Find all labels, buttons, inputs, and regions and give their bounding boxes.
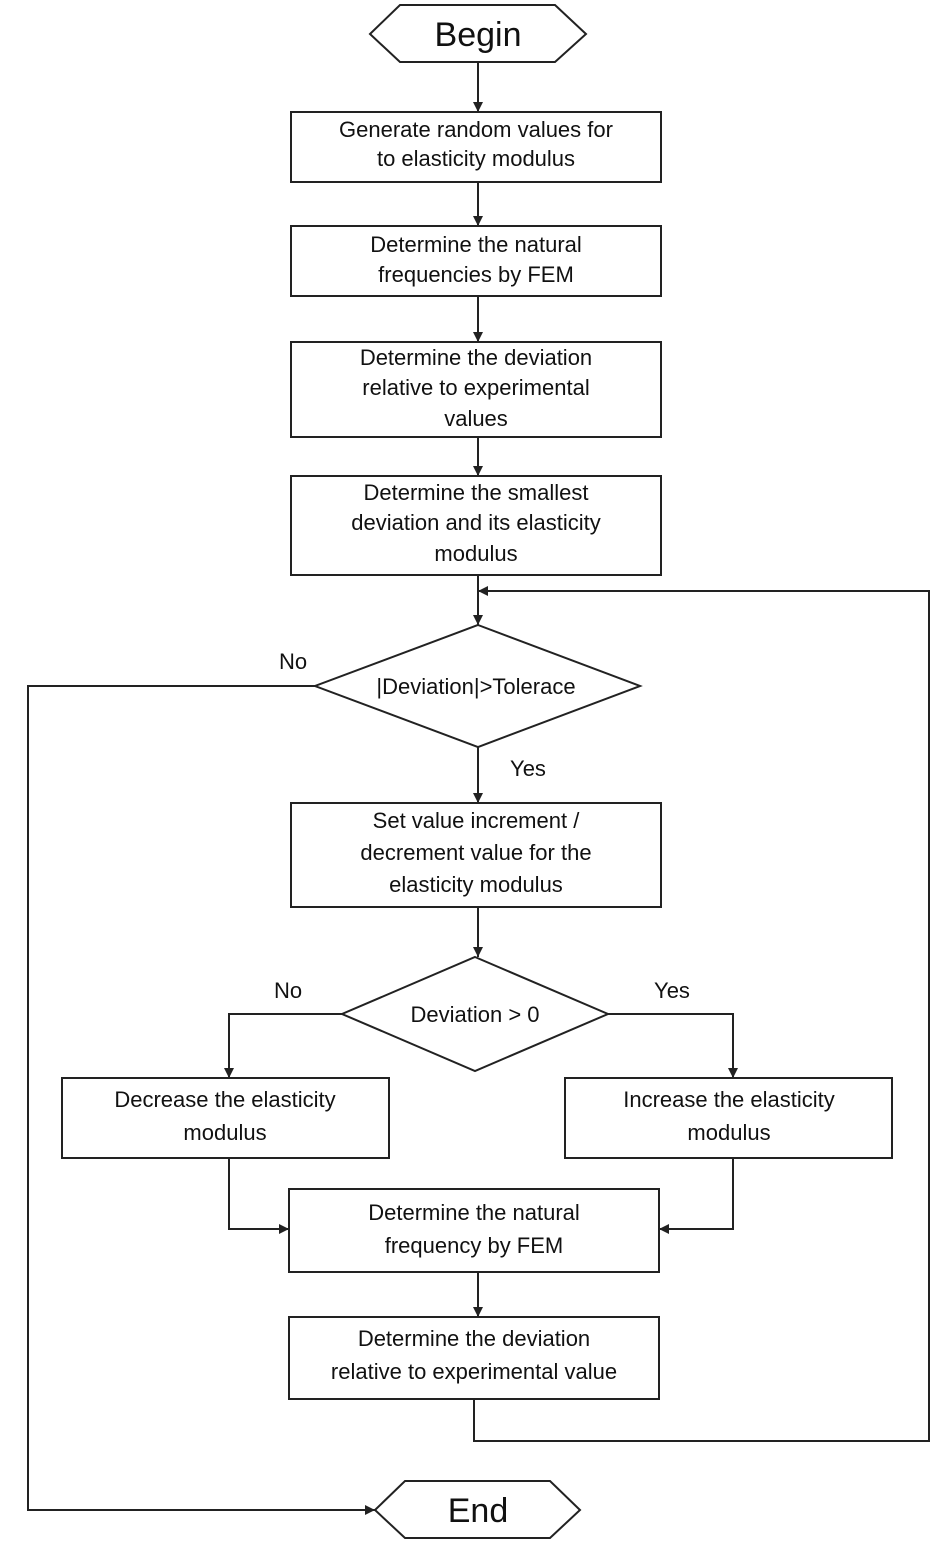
step-determine-natural-frequencies: Determine the natural frequencies by FEM — [290, 225, 662, 297]
step6-line1: Determine the natural — [368, 1200, 580, 1225]
increase-line2: modulus — [687, 1120, 770, 1145]
decision2-no-label: No — [274, 978, 302, 1003]
step5-line1: Set value increment / — [373, 808, 581, 833]
begin-label: Begin — [435, 16, 522, 54]
step4-line1: Determine the smallest — [364, 480, 589, 505]
step4-line2: deviation and its elasticity — [351, 510, 600, 535]
arrow-increase-to-step6 — [659, 1158, 734, 1234]
step3-line2: relative to experimental — [362, 375, 589, 400]
arrow-decision2-yes-to-increase — [608, 1013, 738, 1078]
step-smallest-deviation: Determine the smallest deviation and its… — [290, 475, 662, 576]
end-label: End — [448, 1492, 509, 1530]
step4-line3: modulus — [434, 541, 517, 566]
step5-line2: decrement value for the — [360, 840, 591, 865]
decision1-yes-label: Yes — [510, 756, 546, 781]
step1-line1: Generate random values for — [339, 117, 613, 142]
step6-line2: frequency by FEM — [385, 1233, 564, 1258]
step-generate-random-values: Generate random values for to elasticity… — [290, 111, 662, 183]
arrow-decrease-to-step6 — [228, 1158, 289, 1234]
step-increase-modulus: Increase the elasticity modulus — [564, 1077, 893, 1159]
decision-deviation-positive: Deviation > 0 — [339, 955, 611, 1073]
step-decrease-modulus: Decrease the elasticity modulus — [61, 1077, 390, 1159]
step3-line1: Determine the deviation — [360, 345, 592, 370]
step7-line2: relative to experimental value — [331, 1359, 617, 1384]
arrow-decision1-no-to-end — [27, 685, 375, 1515]
step1-line2: to elasticity modulus — [377, 146, 575, 171]
step-determine-deviation: Determine the deviation relative to expe… — [290, 341, 662, 438]
step7-line1: Determine the deviation — [358, 1326, 590, 1351]
step-set-increment: Set value increment / decrement value fo… — [290, 802, 662, 908]
step-determine-natural-frequency: Determine the natural frequency by FEM — [288, 1188, 660, 1273]
step2-line1: Determine the natural — [370, 232, 582, 257]
arrow-loop-back-to-decision1 — [473, 586, 930, 1442]
step5-line3: elasticity modulus — [389, 872, 563, 897]
begin-terminal: Begin — [368, 4, 588, 63]
step-determine-deviation-experimental: Determine the deviation relative to expe… — [288, 1316, 660, 1400]
decrease-line1: Decrease the elasticity — [114, 1087, 335, 1112]
decision1-no-label: No — [279, 649, 307, 674]
step3-line3: values — [444, 406, 508, 431]
decrease-line2: modulus — [183, 1120, 266, 1145]
decision1-label: |Deviation|>Tolerace — [376, 674, 575, 699]
arrow-decision2-no-to-decrease — [224, 1013, 342, 1078]
connectors — [27, 62, 930, 1515]
decision2-label: Deviation > 0 — [410, 1002, 539, 1027]
step2-line2: frequencies by FEM — [378, 262, 574, 287]
end-terminal: End — [373, 1480, 582, 1539]
decision2-yes-label: Yes — [654, 978, 690, 1003]
decision-deviation-tolerance: |Deviation|>Tolerace — [312, 623, 643, 749]
increase-line1: Increase the elasticity — [623, 1087, 835, 1112]
